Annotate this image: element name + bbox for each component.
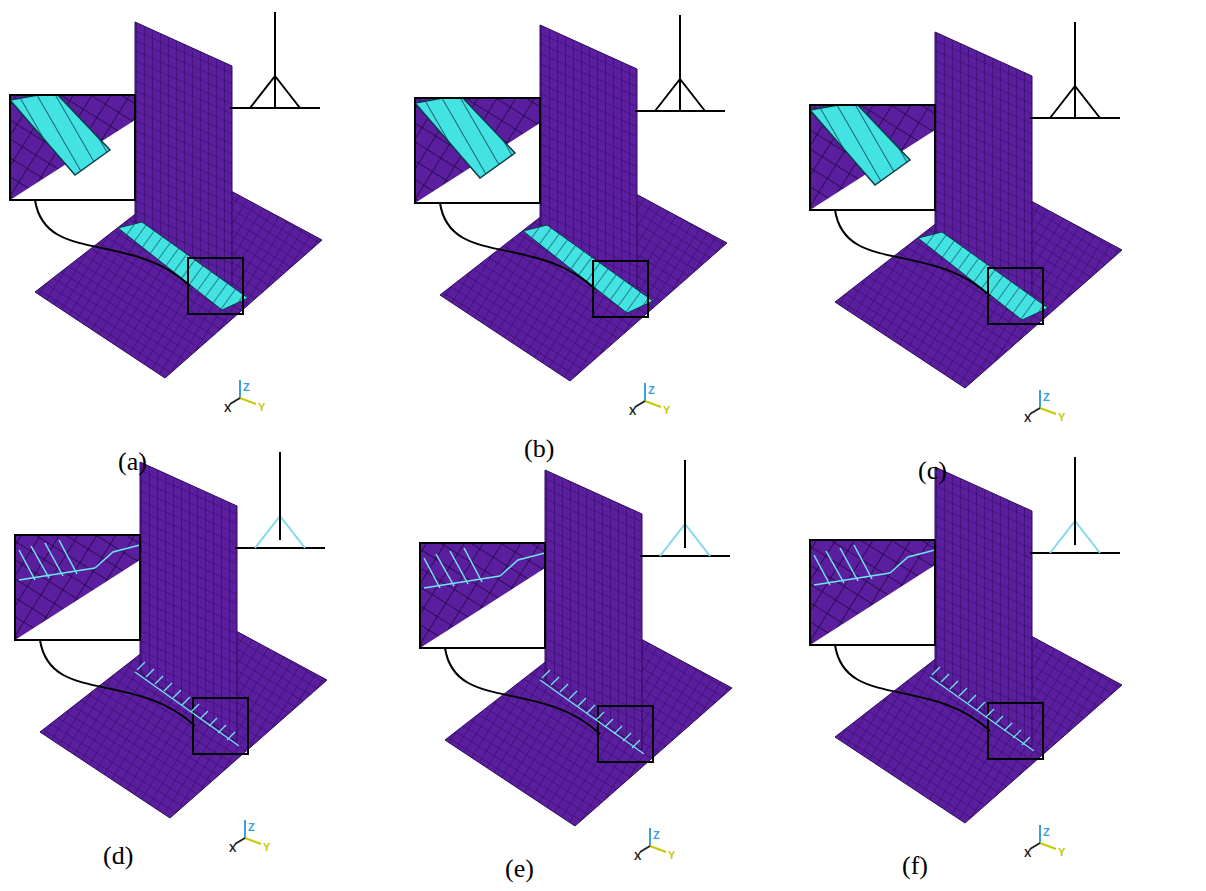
panel-caption: (c) <box>918 458 947 484</box>
axis-label: Z <box>248 822 255 833</box>
axis-label: Y <box>668 850 675 861</box>
axis-label: Z <box>1043 827 1050 838</box>
axis-label: Z <box>653 830 660 841</box>
axis-label: Z <box>648 385 655 396</box>
axis-label: X <box>634 851 641 862</box>
panel-caption: (f) <box>902 853 928 879</box>
panel-caption: (d) <box>103 843 133 869</box>
axis-label: Y <box>263 842 270 853</box>
axis-label: Y <box>1058 847 1065 858</box>
axis-label: X <box>1024 848 1031 859</box>
panel-caption: (a) <box>118 449 147 475</box>
axis-label: Y <box>1058 412 1065 423</box>
axis-label: X <box>1024 413 1031 424</box>
axis-label: X <box>629 406 636 417</box>
axis-label: Y <box>258 402 265 413</box>
panel-caption: (b) <box>524 436 554 462</box>
axis-label: X <box>229 843 236 854</box>
axis-label: Y <box>663 405 670 416</box>
axis-label: Z <box>1043 392 1050 403</box>
panel-caption: (e) <box>505 856 534 882</box>
axis-label: Z <box>243 382 250 393</box>
axis-label: X <box>224 403 231 414</box>
